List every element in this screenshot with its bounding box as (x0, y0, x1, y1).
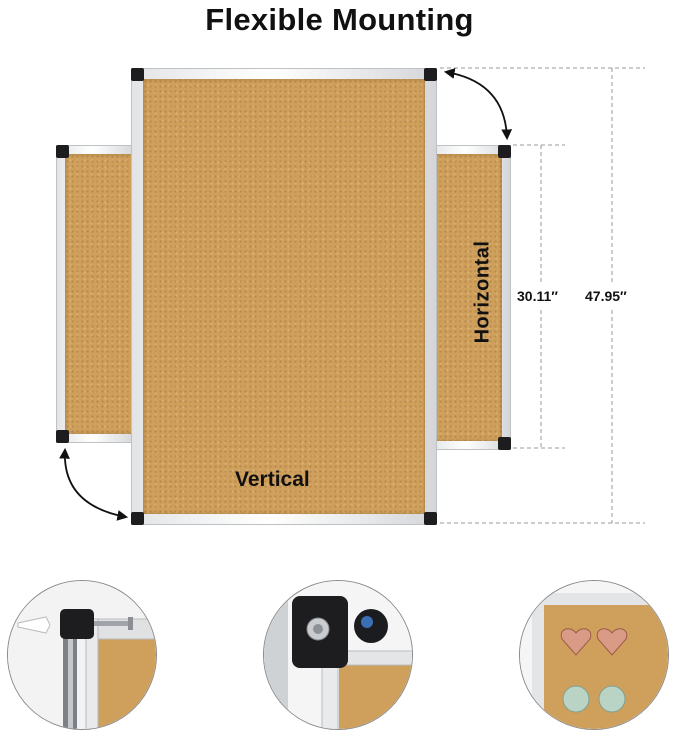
round-pin-icon (598, 685, 626, 713)
corner-bracket (131, 68, 144, 81)
heart-pin-icon (560, 628, 592, 656)
corner-bracket (131, 512, 144, 525)
page-title: Flexible Mounting (205, 2, 474, 37)
corner-bracket (498, 145, 511, 158)
corner-bracket (56, 430, 69, 443)
corner-bracket (498, 437, 511, 450)
rotate-arrow-top-right (443, 68, 513, 141)
horizontal-board-right (428, 145, 511, 450)
vertical-label: Vertical (235, 468, 310, 491)
cork-surface (65, 154, 136, 434)
dimension-short-label: 30.11″ (517, 288, 558, 304)
corner-bracket-detail (263, 580, 413, 730)
cork-surface (143, 79, 425, 514)
rotate-arrow-bottom-left (59, 447, 129, 521)
horizontal-label: Horizontal (471, 240, 494, 344)
corner-bracket-screw-icon (264, 581, 412, 729)
heart-pin-icon (596, 628, 628, 656)
corner-bracket (56, 145, 69, 158)
wall-anchor-screw-icon (8, 581, 156, 729)
push-pins-detail (519, 580, 669, 730)
horizontal-board-left (56, 145, 136, 443)
wall-mount-hook-detail (7, 580, 157, 730)
round-pin-icon (562, 685, 590, 713)
corner-bracket (424, 68, 437, 81)
vertical-board (131, 68, 437, 525)
dimension-long-label: 47.95″ (585, 288, 627, 304)
corner-bracket (424, 512, 437, 525)
cork-surface (428, 154, 502, 441)
push-pins-icon (520, 581, 668, 729)
